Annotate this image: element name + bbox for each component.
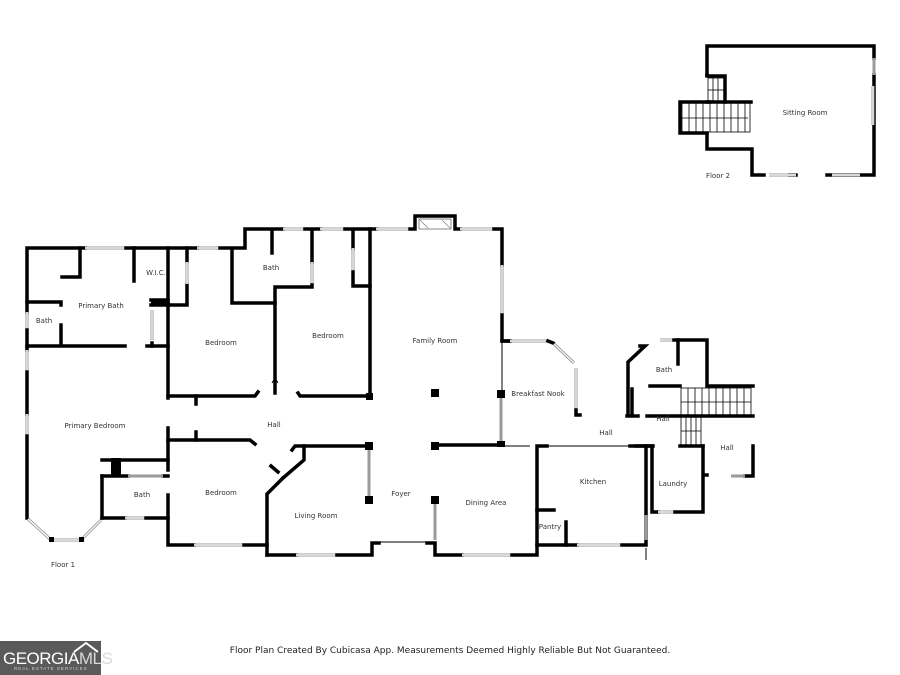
floor-label-2: Floor 2 (706, 172, 730, 180)
floor-2-plan: Sitting Room Floor 2 (678, 44, 876, 180)
room-label-pantry: Pantry (539, 523, 561, 531)
room-label-primary-bath: Primary Bath (78, 302, 124, 310)
stairs-floor-1 (680, 387, 752, 446)
logo-wordmark: GEORGIAMLS (3, 649, 113, 669)
room-label-wic: W.I.C. (146, 269, 166, 277)
floor-1-plan: Primary Bath W.I.C. Bath Primary Bedroom… (25, 214, 755, 569)
room-label-bath-right: Bath (656, 366, 672, 374)
room-label-living-room: Living Room (295, 512, 338, 520)
logo-mls: MLS (78, 649, 113, 668)
room-label-hall-stair: Hall (656, 415, 669, 423)
room-label-breakfast-nook: Breakfast Nook (511, 390, 565, 398)
floor-label-1: Floor 1 (51, 561, 75, 569)
room-label-hall-center: Hall (267, 421, 280, 429)
room-label-bedroom-2: Bedroom (312, 332, 344, 340)
room-label-bedroom-3: Bedroom (205, 489, 237, 497)
georgia-mls-logo: GEORGIAMLS REAL ESTATE SERVICES (0, 641, 113, 675)
room-label-laundry: Laundry (659, 480, 688, 488)
room-label-kitchen: Kitchen (580, 478, 606, 486)
room-label-sitting-room: Sitting Room (783, 109, 828, 117)
room-label-bath-lower: Bath (134, 491, 150, 499)
room-label-foyer: Foyer (391, 490, 411, 498)
stairs-floor-2 (681, 77, 751, 133)
room-label-bedroom-1: Bedroom (205, 339, 237, 347)
roof-icon (73, 641, 99, 653)
room-label-dining-area: Dining Area (466, 499, 507, 507)
room-label-bath-left: Bath (36, 317, 52, 325)
room-label-primary-bedroom: Primary Bedroom (65, 422, 126, 430)
room-label-family-room: Family Room (413, 337, 458, 345)
logo-georgia: GEORGIA (3, 649, 79, 668)
room-label-hall-outer: Hall (720, 444, 733, 452)
room-label-hall-kitchen: Hall (599, 429, 612, 437)
logo-tagline: REAL ESTATE SERVICES (14, 666, 88, 671)
room-label-bath-mid: Bath (263, 264, 279, 272)
disclaimer-text: Floor Plan Created By Cubicasa App. Meas… (229, 646, 671, 656)
